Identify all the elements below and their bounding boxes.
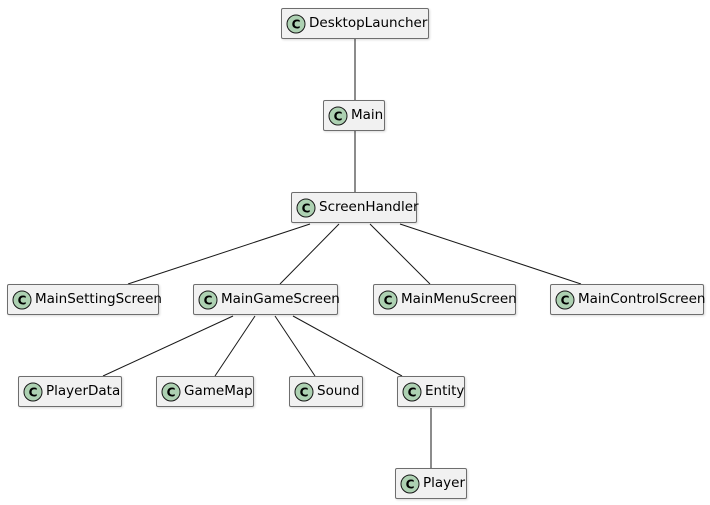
class-name: MainGameScreen	[221, 290, 340, 307]
class-node-mainsettingscreen[interactable]: C MainSettingScreen	[7, 284, 162, 315]
class-c-icon: C	[402, 382, 422, 401]
class-node-maingamescreen[interactable]: C MainGameScreen	[193, 284, 340, 315]
class-name: MainMenuScreen	[401, 290, 517, 307]
svg-text:C: C	[406, 477, 415, 491]
svg-text:C: C	[302, 201, 311, 215]
class-node-maincontrolscreen[interactable]: C MainControlScreen	[550, 284, 706, 315]
class-name: ScreenHandler	[319, 198, 419, 215]
edge-maingamescreen-entity	[292, 315, 403, 377]
edge-screenhandler-mainsettingscreen	[127, 223, 311, 285]
class-c-icon: C	[400, 474, 420, 493]
class-c-icon: C	[294, 382, 314, 401]
edge-screenhandler-maingamescreen	[279, 223, 340, 285]
class-node-sound[interactable]: C Sound	[289, 376, 363, 407]
svg-text:C: C	[300, 385, 309, 399]
class-name: MainControlScreen	[578, 290, 706, 307]
edge-maingamescreen-gamemap	[214, 315, 256, 377]
class-name: PlayerData	[46, 382, 121, 399]
svg-text:C: C	[204, 293, 213, 307]
class-name: Player	[423, 474, 466, 491]
class-node-playerdata[interactable]: C PlayerData	[18, 376, 122, 407]
svg-text:C: C	[384, 293, 393, 307]
class-name: Entity	[425, 382, 465, 399]
class-c-icon: C	[555, 290, 575, 309]
class-c-icon: C	[161, 382, 181, 401]
class-node-main[interactable]: C Main	[323, 100, 385, 131]
class-c-icon: C	[23, 382, 43, 401]
svg-text:C: C	[167, 385, 176, 399]
class-c-icon: C	[198, 290, 218, 309]
class-c-icon: C	[378, 290, 398, 309]
svg-text:C: C	[29, 385, 38, 399]
edge-maingamescreen-sound	[274, 315, 316, 377]
class-node-player[interactable]: C Player	[395, 468, 467, 499]
svg-text:C: C	[334, 109, 343, 123]
class-name: GameMap	[184, 382, 253, 399]
class-node-gamemap[interactable]: C GameMap	[156, 376, 254, 407]
class-c-icon: C	[286, 14, 306, 33]
class-name: DesktopLauncher	[309, 14, 428, 31]
class-node-entity[interactable]: C Entity	[397, 376, 465, 407]
class-node-screenhandler[interactable]: C ScreenHandler	[291, 192, 419, 223]
class-c-icon: C	[12, 290, 32, 309]
class-node-desktoplauncher[interactable]: C DesktopLauncher	[281, 8, 429, 39]
class-name: Main	[351, 106, 384, 123]
class-c-icon: C	[328, 106, 348, 125]
svg-text:C: C	[292, 17, 301, 31]
class-c-icon: C	[296, 198, 316, 217]
svg-text:C: C	[18, 293, 27, 307]
edge-screenhandler-mainmenuscreen	[369, 223, 431, 285]
edge-maingamescreen-playerdata	[102, 315, 234, 377]
edge-screenhandler-maincontrolscreen	[399, 223, 582, 285]
svg-text:C: C	[408, 385, 417, 399]
class-name: MainSettingScreen	[35, 290, 162, 307]
svg-text:C: C	[561, 293, 570, 307]
class-node-mainmenuscreen[interactable]: C MainMenuScreen	[373, 284, 517, 315]
class-name: Sound	[317, 382, 360, 399]
